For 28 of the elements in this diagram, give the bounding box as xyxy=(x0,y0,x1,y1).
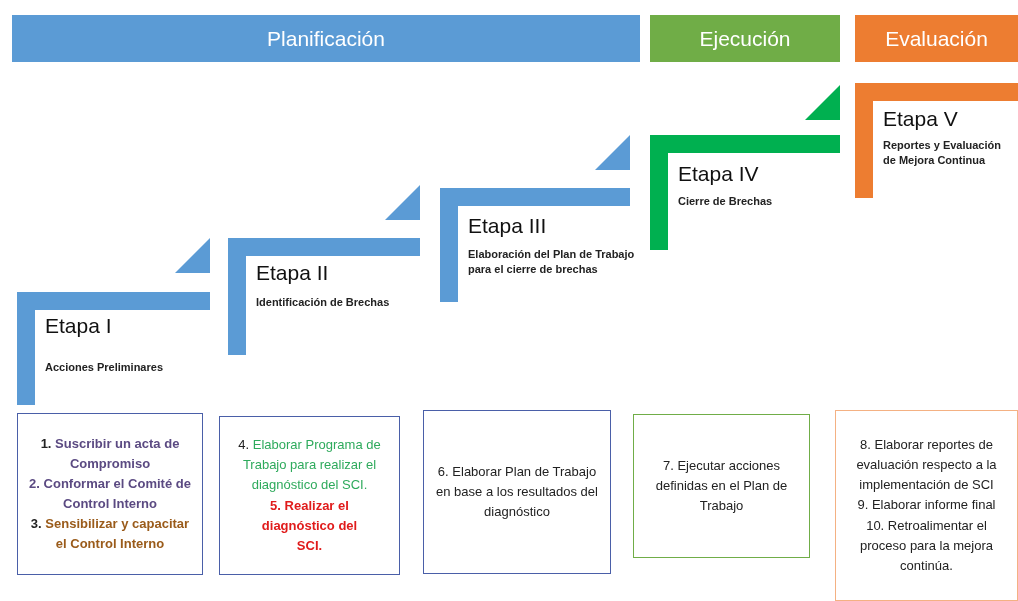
task-text: 2. Conformar el Comité de Control Interno xyxy=(28,474,192,513)
task-box xyxy=(423,410,611,574)
task-box xyxy=(835,410,1018,601)
task-text: 4. Elaborar Programa de Trabajo para realizar el diagnóstico del SCI. xyxy=(237,436,382,495)
task-text: 9. Elaborar informe final xyxy=(857,496,996,515)
task-text: 5. Realizar el diagnóstico del SCI. xyxy=(260,496,359,555)
stage-title: Etapa II xyxy=(256,261,329,285)
stage-description: Reportes y Evaluación de Mejora Continua xyxy=(883,138,1002,169)
task-box xyxy=(17,413,203,575)
task-box xyxy=(633,414,810,558)
task-text: 8. Elaborar reportes de evaluación respecto a la implementación de SCI xyxy=(855,436,998,495)
stage-title: Etapa IV xyxy=(678,162,759,186)
task-text: 10. Retroalimentar el proceso para la mejora continúa. xyxy=(859,516,994,575)
phase-banner: Planificación xyxy=(12,15,640,62)
stage-description: Elaboración del Plan de Trabajo para el cierre de brechas xyxy=(468,247,636,278)
task-text: 7. Ejecutar acciones definidas en el Plan de Trabajo xyxy=(654,456,789,516)
task-text: 1. Suscribir un acta de Compromiso xyxy=(39,434,181,473)
stage-description: Identificación de Brechas xyxy=(256,295,391,310)
stage-description: Acciones Preliminares xyxy=(45,360,164,375)
phase-banner: Evaluación xyxy=(855,15,1018,62)
stage-title: Etapa III xyxy=(468,214,547,238)
phase-banner: Ejecución xyxy=(650,15,840,62)
task-text: 6. Elaborar Plan de Trabajo en base a los resultados del diagnóstico xyxy=(435,462,599,522)
stage-title: Etapa I xyxy=(45,314,112,338)
task-text: 3. Sensibilizar y capacitar el Control Interno xyxy=(29,515,191,554)
task-box xyxy=(219,416,400,575)
stage-title: Etapa V xyxy=(883,107,958,131)
stage-description: Cierre de Brechas xyxy=(678,194,774,209)
